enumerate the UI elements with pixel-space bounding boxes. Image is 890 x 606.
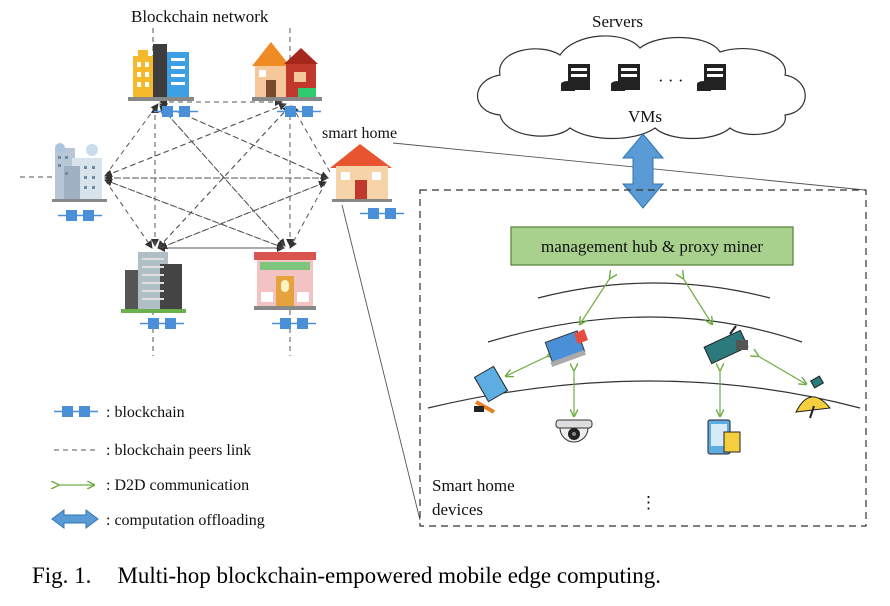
caption-text: Multi-hop blockchain-empowered mobile ed… <box>117 563 661 588</box>
more-devices-dots: ⋮ <box>640 493 657 512</box>
cloud-icon <box>476 35 806 140</box>
figure-caption: Fig. 1. Multi-hop blockchain-empowered mo… <box>32 563 687 589</box>
blockchain-node <box>276 105 322 118</box>
legend-label-d2d: : D2D communication <box>106 477 249 494</box>
server-icon <box>561 64 590 91</box>
peer-links <box>104 98 331 252</box>
d2d-links <box>506 278 806 416</box>
tablet-pen-icon <box>473 365 509 414</box>
server-icon <box>611 64 640 91</box>
servers-label: Servers <box>592 12 643 31</box>
house-icon <box>252 42 322 101</box>
blockchain-node <box>139 317 185 330</box>
security-camera-icon <box>555 419 593 443</box>
smart-home-house-icon <box>330 144 392 202</box>
legend-blockchain-symbol <box>54 406 98 417</box>
network-title: Blockchain network <box>131 7 269 26</box>
caption-number: Fig. 1. <box>32 563 92 588</box>
vms-label: VMs <box>628 107 662 126</box>
devices-label-line1: Smart home <box>432 476 515 495</box>
router-icon <box>703 325 749 365</box>
legend-label-blockchain: : blockchain <box>106 404 185 421</box>
blockchain-node <box>153 105 199 118</box>
smartphone-icon <box>707 419 741 455</box>
legend: : blockchain : blockchain peers link : D… <box>52 404 265 529</box>
hub-box <box>510 226 794 266</box>
legend-blue-double-arrow <box>51 509 99 529</box>
office-building-icon <box>128 44 194 101</box>
blockchain-node <box>57 209 103 222</box>
devices-label-line2: devices <box>432 500 483 519</box>
server-dots: · · · <box>658 71 683 90</box>
legend-label-offloading: : computation offloading <box>106 512 265 529</box>
smart-home-label: smart home <box>322 125 397 142</box>
city-building-icon <box>52 143 107 202</box>
server-icon <box>697 64 726 91</box>
blockchain-node <box>359 207 405 220</box>
tower-building-icon <box>121 252 186 313</box>
satellite-dish-icon <box>795 375 831 419</box>
laptop-icon <box>544 329 588 367</box>
blockchain-node <box>271 317 317 330</box>
devices-box <box>419 189 867 527</box>
zoom-lines <box>341 142 866 521</box>
shop-building-icon <box>254 252 316 310</box>
legend-label-peers-link: : blockchain peers link <box>106 442 251 459</box>
offload-arrow <box>621 133 665 209</box>
hub-label: management hub & proxy miner <box>541 237 763 256</box>
